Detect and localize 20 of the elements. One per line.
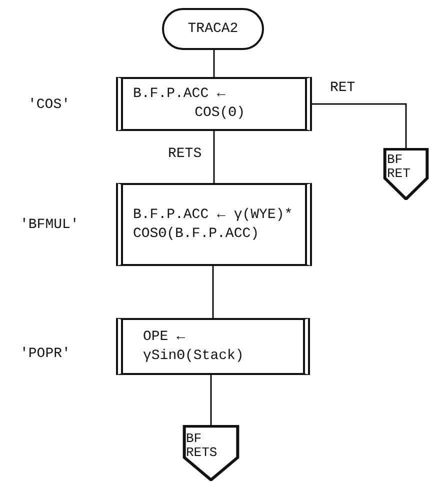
module-name: 'BFMUL' <box>20 217 79 233</box>
process-box <box>116 183 312 266</box>
statement-text: B.F.P.ACC ← γ(WYE)* COSΘ(B.F.P.ACC) <box>133 206 294 244</box>
module-name: 'COS' <box>28 97 70 113</box>
off-page-connector <box>383 148 429 200</box>
off-page-connector <box>182 425 240 481</box>
connector-line <box>312 103 407 148</box>
terminal-box <box>162 8 264 50</box>
module-name: 'POPR' <box>20 346 70 362</box>
connector-label: BF RETS <box>186 432 218 460</box>
connector-line <box>210 375 212 425</box>
process-box <box>116 77 312 131</box>
connector-line <box>212 266 214 318</box>
connector-label: BF RET <box>387 153 412 181</box>
connector-line <box>213 131 215 183</box>
statement-text: TRACA2 <box>188 20 238 38</box>
process-box <box>116 318 310 375</box>
statement-text: B.F.P.ACC ← COS(Θ) <box>133 85 245 123</box>
connector-line <box>213 50 215 77</box>
statement-text: OPE ← γSinΘ(Stack) <box>143 328 245 366</box>
